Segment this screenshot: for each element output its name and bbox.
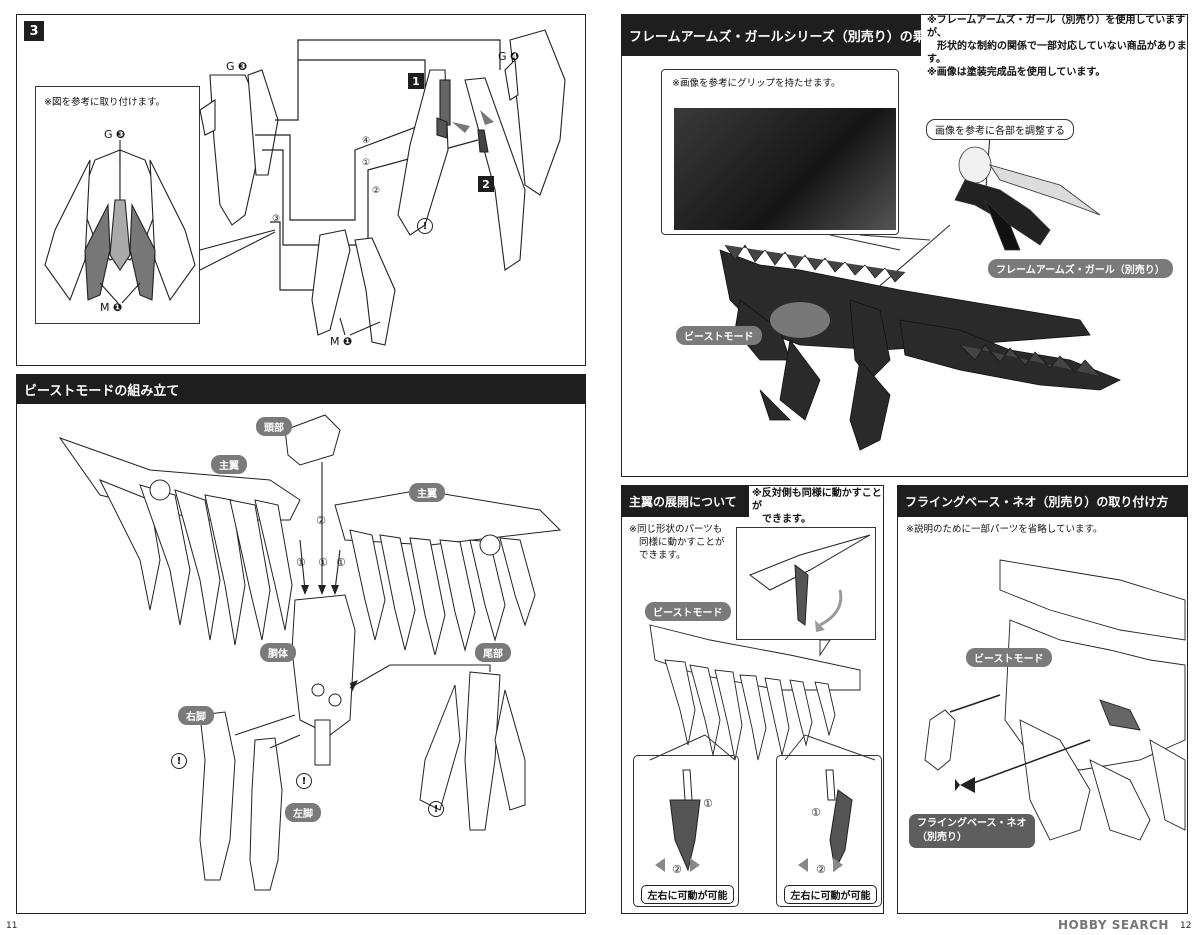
body-label: 胴体 bbox=[260, 643, 296, 662]
right-leg-label: 右脚 bbox=[178, 706, 214, 725]
move-label-right: 左右に可動が可能 bbox=[784, 885, 877, 904]
assembly-seq-2: ② bbox=[316, 514, 326, 527]
flying-base-title: フライングベース・ネオ（別売り）の取り付け方 bbox=[897, 485, 1188, 517]
wing-seq-1-left: ① bbox=[703, 797, 713, 810]
fag-label: フレームアームズ・ガール（別売り） bbox=[988, 259, 1173, 278]
caution-icon-left-leg: ! bbox=[296, 773, 312, 789]
step3-inset-note: ※図を参考に取り付けます。 bbox=[44, 97, 166, 108]
seq-2: ② bbox=[372, 186, 381, 196]
grip-photo bbox=[674, 108, 896, 230]
sub-step-1: 1 bbox=[408, 73, 424, 89]
main-wing-right-label: 主翼 bbox=[409, 483, 445, 502]
seq-3: ③ bbox=[272, 214, 281, 224]
wing-seq-1-right: ① bbox=[811, 806, 821, 819]
page-number-right: 12 bbox=[1180, 921, 1192, 931]
riding-title: フレームアームズ・ガールシリーズ（別売り）の乗せ方 bbox=[621, 14, 952, 56]
hobby-search-logo: HOBBY SEARCH bbox=[1058, 918, 1169, 932]
assembly-seq-1c: ① bbox=[336, 556, 346, 569]
wing-deploy-title: 主翼の展開について bbox=[621, 485, 749, 517]
flying-base-label-2: （別売り） bbox=[917, 832, 967, 843]
step3-number: 3 bbox=[24, 21, 44, 41]
sub-step-2: 2 bbox=[478, 176, 494, 192]
wing-deploy-note: ※同じ形状のパーツも 同様に動かすことが できます。 bbox=[629, 523, 725, 562]
flying-beast-label: ビーストモード bbox=[966, 648, 1052, 667]
move-label-left: 左右に可動が可能 bbox=[641, 885, 734, 904]
head-label: 頭部 bbox=[256, 417, 292, 436]
flying-base-note: ※説明のために一部パーツを省略しています。 bbox=[906, 524, 1103, 535]
grip-note: ※画像を参考にグリップを持たせます。 bbox=[672, 78, 841, 89]
wing-beast-label: ビーストモード bbox=[645, 602, 731, 621]
adjust-label: 画像を参考に各部を調整する bbox=[926, 119, 1074, 140]
wing-deploy-note-3: できます。 bbox=[639, 550, 686, 561]
grip-callout: ※画像を参考にグリップを持たせます。 bbox=[661, 69, 899, 235]
caution-icon-tail: ! bbox=[428, 801, 444, 817]
seq-1: ① bbox=[362, 158, 371, 168]
caution-icon-right-leg: ! bbox=[171, 753, 187, 769]
seq-4: ④ bbox=[362, 136, 371, 146]
assembly-seq-1a: ① bbox=[296, 556, 306, 569]
wing-deploy-header-note-2: できます。 bbox=[762, 514, 811, 525]
riding-notes: ※フレームアームズ・ガール（別売り）を使用していますが、 形状的な制約の関係で一… bbox=[927, 14, 1187, 79]
page-number-left: 11 bbox=[6, 921, 18, 931]
riding-note-3: ※画像は塗装完成品を使用しています。 bbox=[927, 67, 1106, 78]
flying-base-label: フライングベース・ネオ （別売り） bbox=[909, 814, 1035, 848]
g3-label: G ❸ bbox=[226, 60, 248, 73]
wing-deploy-header-note: ※反対側も同様に動かすことが できます。 bbox=[752, 487, 884, 526]
beast-assembly-title: ビーストモードの組み立て bbox=[16, 374, 586, 404]
g4-label: G ❹ bbox=[498, 50, 520, 63]
inset-g3-label: G ❸ bbox=[104, 128, 126, 141]
left-leg-label: 左脚 bbox=[285, 803, 321, 822]
flying-base-label-1: フライングベース・ネオ bbox=[917, 818, 1027, 829]
main-wing-left-label: 主翼 bbox=[211, 455, 247, 474]
wing-seq-2-left: ② bbox=[672, 863, 682, 876]
wing-deploy-note-1: ※同じ形状のパーツも bbox=[629, 524, 723, 535]
inset-m1-label: M ❶ bbox=[100, 301, 123, 314]
caution-icon: ! bbox=[417, 218, 433, 234]
riding-note-2: 形状的な制約の関係で一部対応していない商品があります。 bbox=[927, 41, 1187, 65]
wing-seq-2-right: ② bbox=[816, 863, 826, 876]
assembly-seq-1b: ① bbox=[318, 556, 328, 569]
riding-note-1: ※フレームアームズ・ガール（別売り）を使用していますが、 bbox=[927, 15, 1186, 39]
wing-deploy-header-note-1: ※反対側も同様に動かすことが bbox=[752, 488, 882, 512]
tail-label: 尾部 bbox=[475, 643, 511, 662]
wing-deploy-note-2: 同様に動かすことが bbox=[639, 537, 725, 548]
m1-label: M ❶ bbox=[330, 335, 353, 348]
riding-beast-label: ビーストモード bbox=[676, 326, 762, 345]
